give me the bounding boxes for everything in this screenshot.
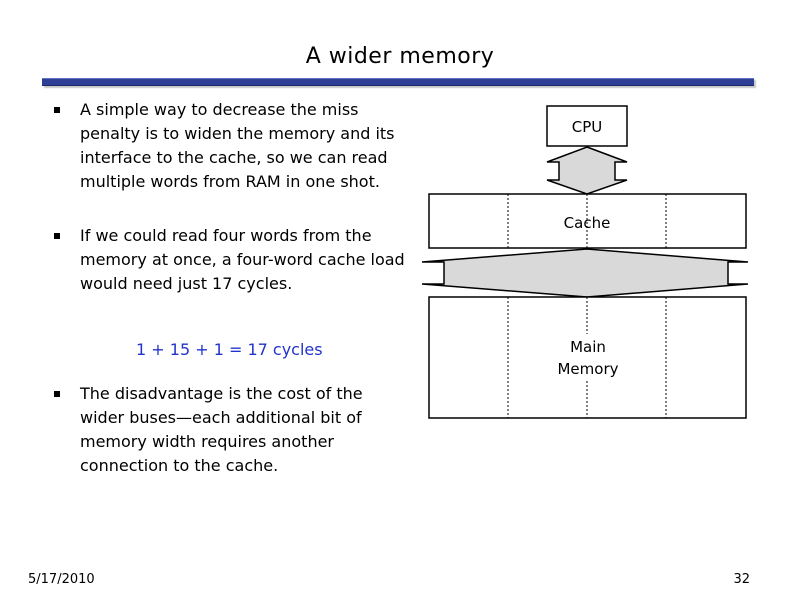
title-underline (42, 78, 754, 86)
main-memory-label-line1: Main (570, 338, 606, 356)
bullet-text: If we could read four words from the mem… (80, 226, 405, 293)
cpu-label: CPU (572, 118, 603, 136)
cycle-formula: 1 + 15 + 1 = 17 cycles (136, 340, 323, 359)
bullet-item: If we could read four words from the mem… (50, 224, 410, 296)
cache-memory-bus-arrow (421, 248, 749, 298)
cache-label: Cache (564, 214, 611, 232)
bullet-text: The disadvantage is the cost of the wide… (80, 384, 363, 475)
bullet-item: A simple way to decrease the miss penalt… (50, 98, 410, 194)
bullet-square-icon (54, 233, 60, 239)
bullet-item: The disadvantage is the cost of the wide… (50, 382, 410, 478)
footer-date: 5/17/2010 (28, 572, 95, 587)
bullet-text: A simple way to decrease the miss penalt… (80, 100, 395, 191)
memory-label-backdrop (552, 334, 622, 380)
cpu-cache-bus-arrow (546, 146, 628, 195)
slide-title: A wider memory (305, 44, 495, 69)
main-memory-label-line2: Memory (557, 360, 618, 378)
cpu-box (546, 105, 628, 147)
footer-page-number: 32 (733, 572, 750, 587)
bullet-square-icon (54, 391, 60, 397)
bullet-square-icon (54, 107, 60, 113)
